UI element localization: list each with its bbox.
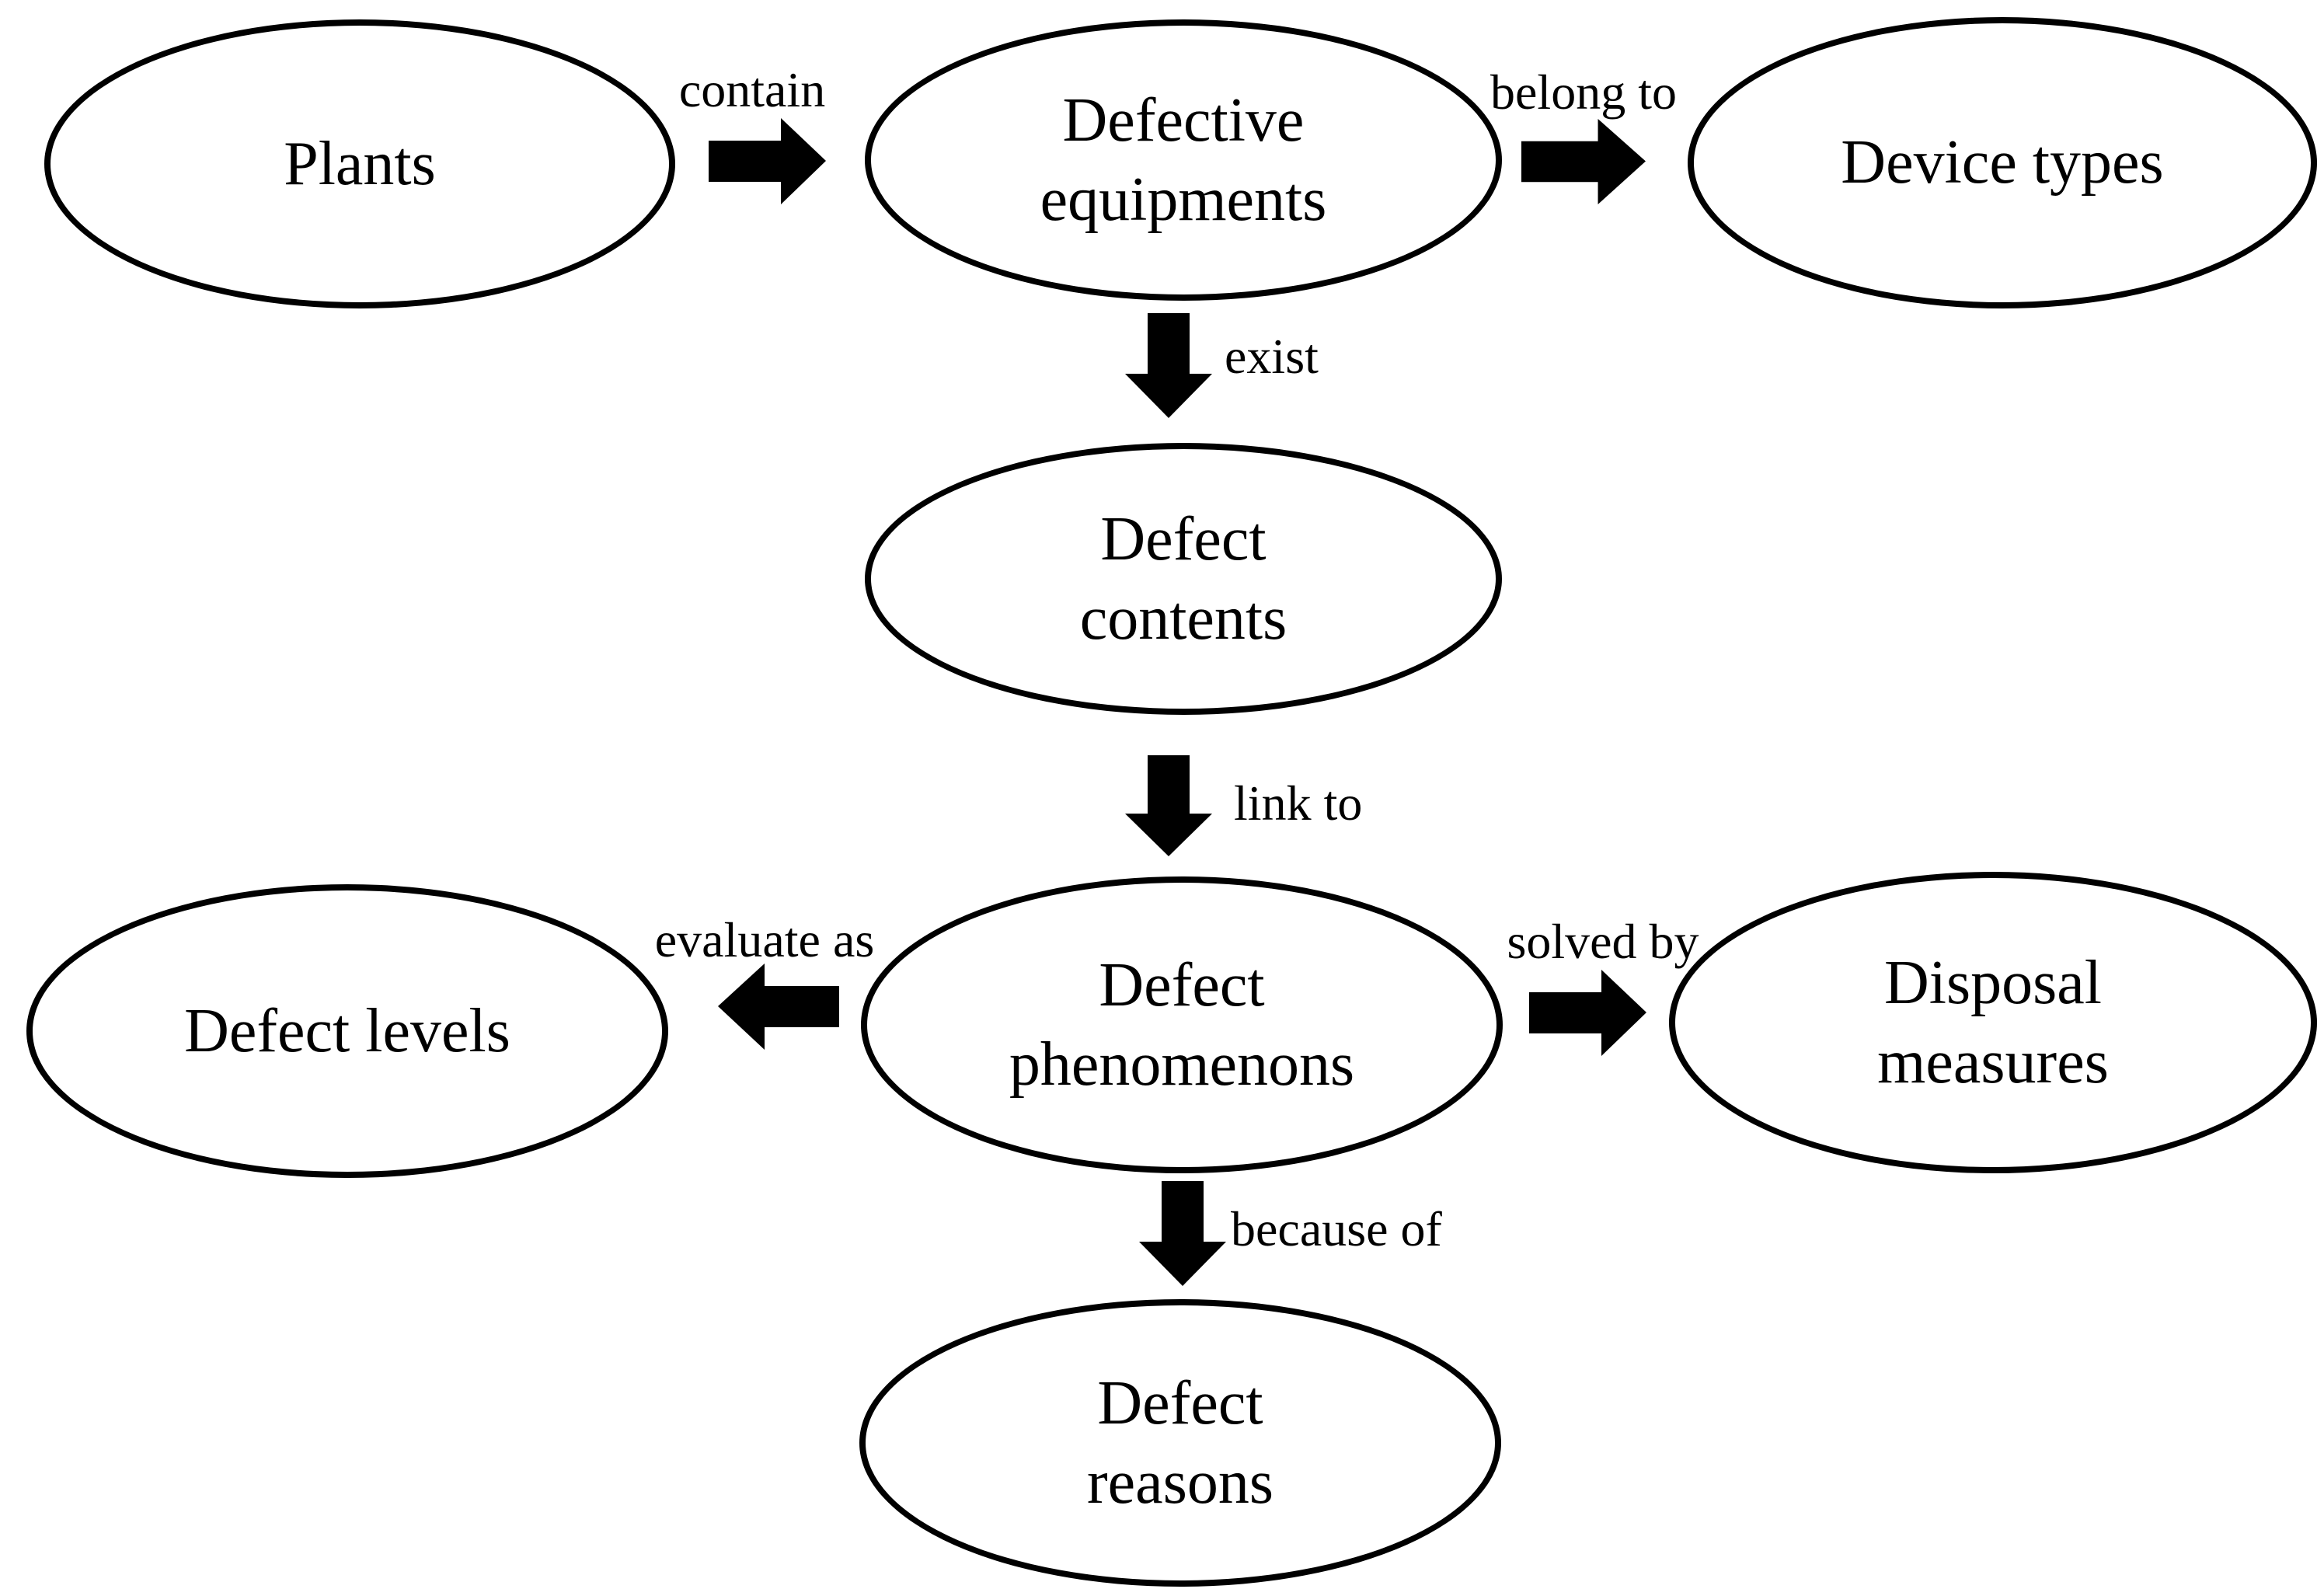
- right-arrow-icon: [709, 118, 826, 204]
- belong-to-arrow-right-icon: [1521, 119, 1646, 204]
- node-defect-levels: Defect levels: [26, 884, 668, 1178]
- because-of-arrow-down-icon: [1139, 1181, 1226, 1286]
- solved-by-arrow-right-icon: [1529, 970, 1646, 1056]
- node-device-types: Device types: [1688, 17, 2317, 308]
- node-disposal-measures: Disposal measures: [1669, 872, 2317, 1173]
- contain-edge-label: contain: [678, 62, 826, 117]
- node-disposal-measures-label: Disposal measures: [1877, 948, 2109, 1096]
- evaluate-as-arrow-left-icon: [718, 964, 839, 1050]
- node-device-types-label: Device types: [1841, 128, 2164, 197]
- node-defect-contents: Defect contents: [865, 443, 1502, 715]
- node-plants-label: Plants: [284, 129, 436, 198]
- exist-edge-label: exist: [1225, 329, 1319, 384]
- because-of-edge-label: because of: [1231, 1201, 1442, 1256]
- down-arrow-icon: [1125, 755, 1212, 856]
- link-to-edge-label: link to: [1234, 775, 1363, 831]
- node-defect-levels-label: Defect levels: [184, 996, 510, 1065]
- exist-arrow-down-icon: [1125, 313, 1212, 418]
- link-to-arrow-down-icon: [1125, 755, 1212, 856]
- node-plants: Plants: [44, 19, 675, 308]
- right-arrow-icon: [1529, 970, 1646, 1056]
- evaluate-as-edge-label: evaluate as: [654, 912, 875, 967]
- node-defect-reasons: Defect reasons: [859, 1299, 1501, 1587]
- down-arrow-icon: [1125, 313, 1212, 418]
- node-defect-phenomenons: Defect phenomenons: [861, 876, 1503, 1173]
- belong-to-edge-label: belong to: [1490, 64, 1677, 120]
- left-arrow-icon: [718, 964, 839, 1050]
- down-arrow-icon: [1139, 1181, 1226, 1286]
- contain-arrow-right-icon: [709, 118, 826, 204]
- node-defect-phenomenons-label: Defect phenomenons: [1009, 950, 1355, 1099]
- right-arrow-icon: [1521, 119, 1646, 204]
- node-defect-reasons-label: Defect reasons: [1087, 1368, 1273, 1517]
- node-defect-contents-label: Defect contents: [1079, 504, 1287, 653]
- solved-by-edge-label: solved by: [1507, 914, 1699, 969]
- node-defective-equipments-label: Defective equipments: [1040, 85, 1327, 234]
- node-defective-equipments: Defective equipments: [865, 19, 1502, 301]
